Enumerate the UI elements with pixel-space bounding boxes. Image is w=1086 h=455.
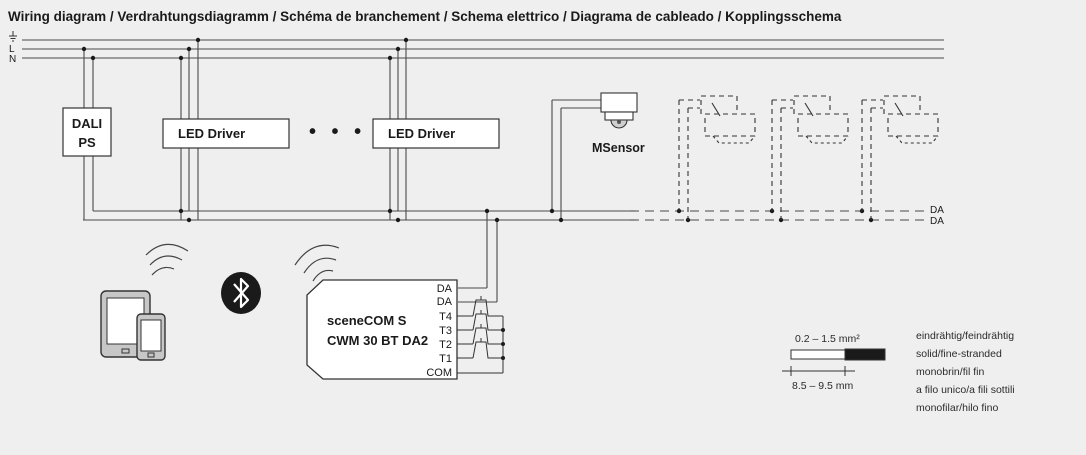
diagram-title: Wiring diagram / Verdrahtungsdiagramm / … — [8, 9, 842, 24]
dali-ps-box: DALI PS — [62, 107, 112, 157]
com-junctions — [501, 328, 505, 360]
led-driver-2-label: LED Driver — [388, 126, 455, 141]
wire-strip-length: 8.5 – 9.5 mm — [792, 380, 854, 392]
da-label-2: DA — [930, 216, 944, 227]
dali-ps-label-2: PS — [78, 135, 96, 150]
device-wireless-signal-icon — [294, 244, 340, 282]
device-name: sceneCOM S — [327, 313, 407, 328]
bluetooth-icon — [221, 272, 261, 314]
terminal-t1: T1 — [439, 353, 452, 365]
terminal-t4: T4 — [439, 311, 452, 323]
line-label: L — [9, 44, 15, 55]
neutral-label: N — [9, 54, 16, 65]
mains-bus — [22, 39, 944, 59]
led-driver-1-label: LED Driver — [178, 126, 245, 141]
device-model: CWM 30 BT DA2 — [327, 333, 428, 348]
da-bus — [83, 210, 925, 221]
da-label-1: DA — [930, 205, 944, 216]
wire-type-3: monobrin/fil fin — [916, 366, 984, 378]
wireless-signal-icon — [145, 243, 189, 276]
wire-type-2: solid/fine-stranded — [916, 348, 1002, 360]
wire-icon — [782, 348, 886, 376]
led-driver-1: LED Driver — [162, 118, 290, 149]
earth-icon — [9, 31, 17, 42]
wire-type-1: eindrähtig/feindrähtig — [916, 330, 1014, 342]
phone-tablet-icon — [100, 290, 166, 361]
scenecom-device: sceneCOM S CWM 30 BT DA2 DA DA T4 T3 T2 … — [306, 279, 458, 380]
luminaire-icon — [678, 95, 939, 220]
led-driver-2: LED Driver — [372, 118, 500, 149]
wire-type-4: a filo unico/a fili sottili — [916, 384, 1015, 396]
terminal-com: COM — [426, 367, 452, 379]
terminal-da-2: DA — [437, 296, 453, 308]
terminal-t3: T3 — [439, 325, 452, 337]
push-button-icon — [457, 296, 504, 374]
terminal-da-1: DA — [437, 283, 453, 295]
wire-type-5: monofilar/hilo fino — [916, 402, 998, 414]
terminal-t2: T2 — [439, 339, 452, 351]
junction-dots — [81, 37, 874, 223]
connection-wires — [83, 40, 602, 303]
dali-ps-label-1: DALI — [72, 116, 102, 131]
msensor-label: MSensor — [592, 141, 645, 155]
ellipsis: • • • • — [309, 121, 389, 143]
motion-sensor-icon — [600, 92, 638, 129]
wire-cross-section: 0.2 – 1.5 mm² — [795, 333, 860, 345]
